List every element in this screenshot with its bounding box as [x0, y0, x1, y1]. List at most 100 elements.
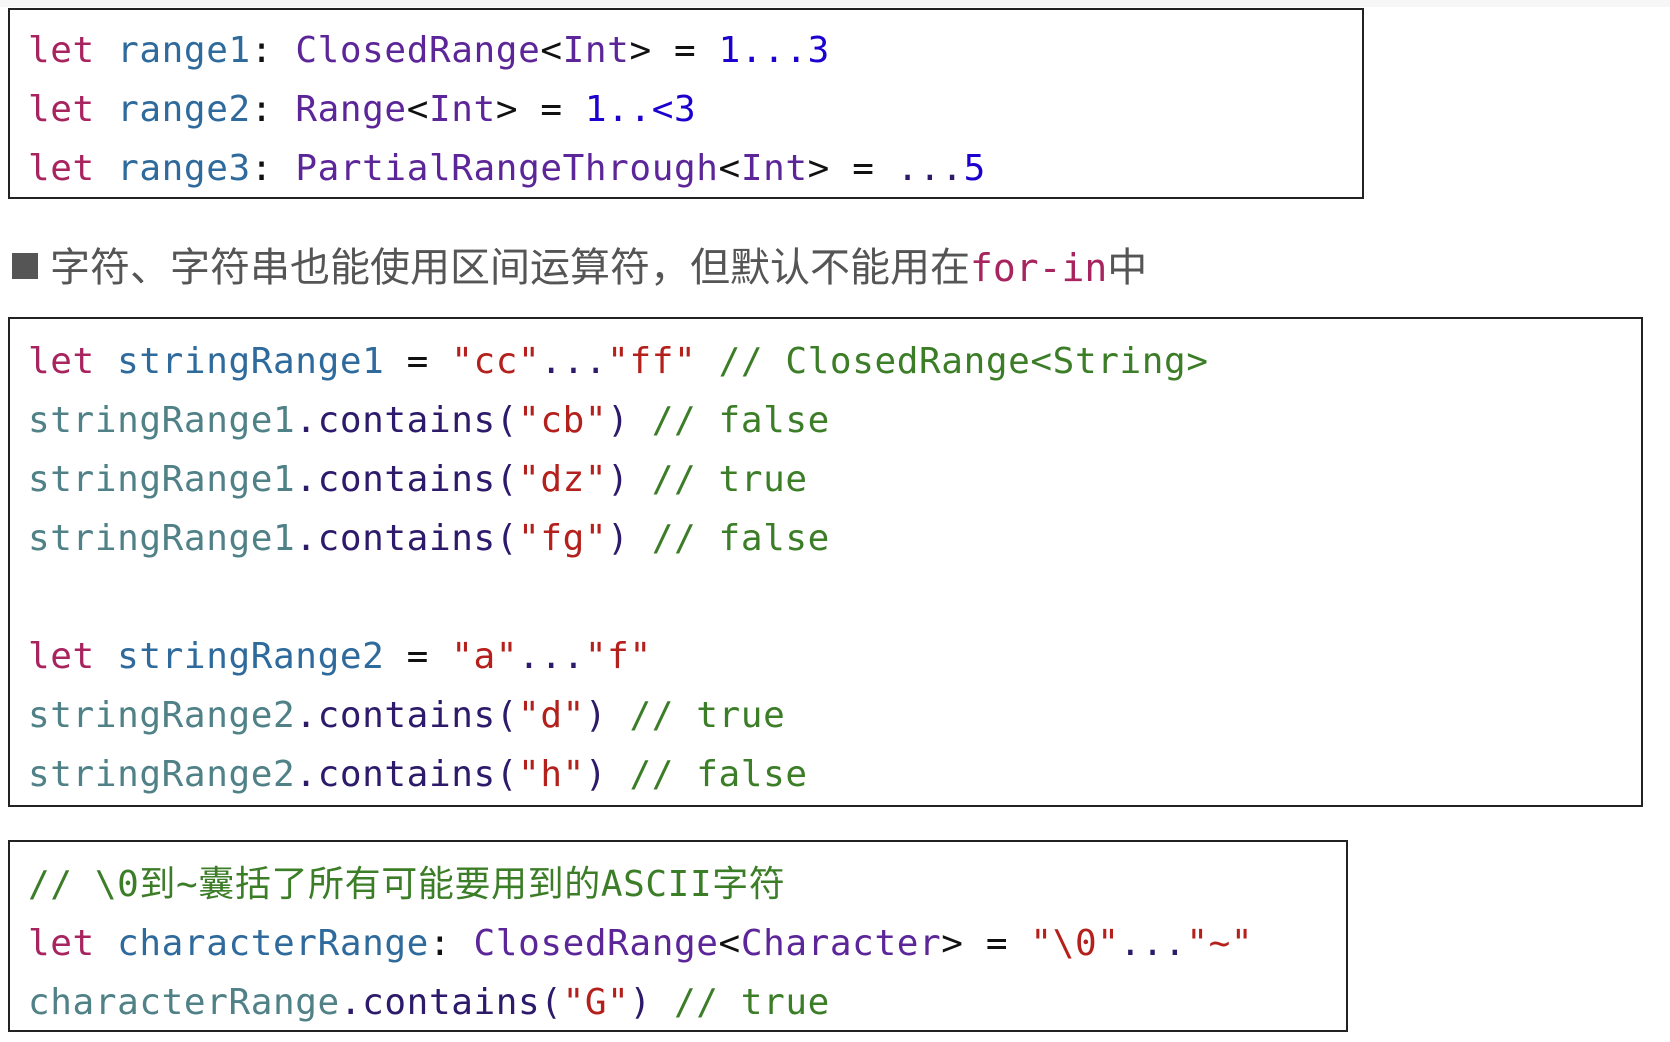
code-token-decl: characterRange	[117, 923, 429, 964]
code-token-meth: .contains(	[295, 754, 519, 795]
code-token-str: "d"	[518, 695, 585, 736]
code-token-kw: let	[28, 30, 95, 71]
code-token-plain	[95, 89, 117, 130]
code-token-plain: :	[428, 923, 474, 964]
code-token-str: "ff"	[607, 341, 697, 382]
code-token-plain: > =	[807, 148, 897, 189]
code-token-plain: =	[384, 636, 452, 677]
code-token-kw: let	[28, 89, 95, 130]
code-token-var: stringRange1	[28, 400, 296, 441]
code-token-str: "cb"	[518, 400, 608, 441]
code-token-kw: let	[28, 636, 95, 677]
code-token-meth: ...	[1119, 923, 1187, 964]
code-token-meth: ...	[896, 148, 964, 189]
code-line: characterRange.contains("G") // true	[28, 973, 830, 1032]
code-token-cmt: // false	[651, 400, 830, 441]
code-token-plain: <	[540, 30, 563, 71]
code-token-str: "dz"	[518, 459, 608, 500]
code-token-cmt: // \0到~囊括了所有可能要用到的ASCII字符	[28, 864, 786, 905]
code-token-plain	[95, 636, 117, 677]
code-token-plain: :	[250, 30, 296, 71]
code-token-cmt: // false	[651, 518, 830, 559]
code-token-plain: <	[718, 923, 741, 964]
code-token-var: stringRange1	[28, 518, 296, 559]
code-token-plain	[607, 695, 629, 736]
code-token-meth: .contains(	[295, 400, 519, 441]
code-token-meth: )	[607, 518, 630, 559]
code-token-str: "f"	[584, 636, 652, 677]
code-token-str: "a"	[451, 636, 519, 677]
code-token-meth: ...	[540, 341, 608, 382]
code-token-kw: let	[28, 341, 95, 382]
code-token-str: "G"	[562, 982, 630, 1023]
code-line: stringRange1.contains("dz") // true	[28, 450, 808, 509]
code-token-meth: )	[584, 695, 608, 736]
code-token-cmt: // false	[629, 754, 808, 795]
code-token-str: "~"	[1186, 923, 1254, 964]
code-token-kw: let	[28, 148, 95, 189]
code-token-num: 5	[963, 148, 986, 189]
code-token-type: Character	[740, 923, 942, 964]
code-token-type: PartialRangeThrough	[295, 148, 719, 189]
code-token-cmt: // true	[651, 459, 808, 500]
code-token-plain: :	[250, 89, 296, 130]
bullet-point: 字符、字符串也能使用区间运算符，但默认不能用在for-in中	[12, 240, 1147, 296]
code-token-plain: > =	[495, 89, 585, 130]
code-token-plain	[629, 518, 651, 559]
code-token-plain: > =	[629, 30, 719, 71]
code-line: let stringRange2 = "a"..."f"	[28, 627, 652, 686]
code-block-character-range: // \0到~囊括了所有可能要用到的ASCII字符 let characterRa…	[8, 840, 1348, 1032]
code-token-plain	[95, 923, 117, 964]
code-token-type: Range	[295, 89, 407, 130]
code-token-plain	[607, 754, 629, 795]
code-token-str: "\0"	[1030, 923, 1120, 964]
code-token-plain	[95, 148, 117, 189]
code-line: stringRange2.contains("d") // true	[28, 686, 785, 745]
code-token-meth: .contains(	[295, 518, 519, 559]
top-band	[0, 0, 1670, 7]
code-line: let range1: ClosedRange<Int> = 1...3	[28, 21, 830, 80]
code-token-meth: .contains(	[295, 459, 519, 500]
bullet-code: for-in	[970, 246, 1108, 290]
code-token-var: stringRange2	[28, 695, 296, 736]
code-token-meth: .contains(	[295, 695, 519, 736]
code-token-meth: )	[607, 400, 630, 441]
code-token-plain: <	[406, 89, 429, 130]
code-token-plain: > =	[941, 923, 1031, 964]
code-token-plain: =	[384, 341, 452, 382]
code-token-num: 1...3	[718, 30, 830, 71]
code-token-plain	[95, 341, 117, 382]
code-token-kw: let	[28, 923, 95, 964]
code-token-var: stringRange1	[28, 459, 296, 500]
bullet-text: 字符、字符串也能使用区间运算符，但默认不能用在	[50, 245, 970, 291]
bullet-square-icon	[12, 253, 38, 279]
code-token-decl: range1	[117, 30, 251, 71]
code-token-cmt: // true	[629, 695, 786, 736]
code-token-cmt: // ClosedRange<String>	[718, 341, 1209, 382]
code-token-meth: )	[629, 982, 652, 1023]
code-line: let range2: Range<Int> = 1..<3	[28, 80, 696, 139]
code-token-meth: .contains(	[339, 982, 563, 1023]
code-token-decl: stringRange2	[117, 636, 385, 677]
code-line: let range3: PartialRangeThrough<Int> = .…	[28, 139, 986, 198]
code-token-type: ClosedRange	[295, 30, 541, 71]
code-token-plain	[652, 982, 674, 1023]
code-token-type: ClosedRange	[473, 923, 719, 964]
code-token-plain	[629, 459, 651, 500]
code-token-str: "fg"	[518, 518, 608, 559]
code-line: let characterRange: ClosedRange<Characte…	[28, 914, 1253, 973]
code-token-type: Int	[740, 148, 808, 189]
code-line: let stringRange1 = "cc"..."ff" // Closed…	[28, 332, 1209, 391]
bullet-suffix: 中	[1107, 245, 1148, 291]
code-token-meth: )	[584, 754, 608, 795]
code-token-type: Int	[562, 30, 630, 71]
code-line: stringRange1.contains("cb") // false	[28, 391, 830, 450]
code-token-str: "h"	[518, 754, 585, 795]
code-token-var: characterRange	[28, 982, 340, 1023]
code-token-decl: range3	[117, 148, 251, 189]
code-token-num: 1..<3	[584, 89, 697, 130]
code-token-plain: <	[718, 148, 741, 189]
code-line: // \0到~囊括了所有可能要用到的ASCII字符	[28, 855, 785, 914]
code-token-plain	[629, 400, 651, 441]
